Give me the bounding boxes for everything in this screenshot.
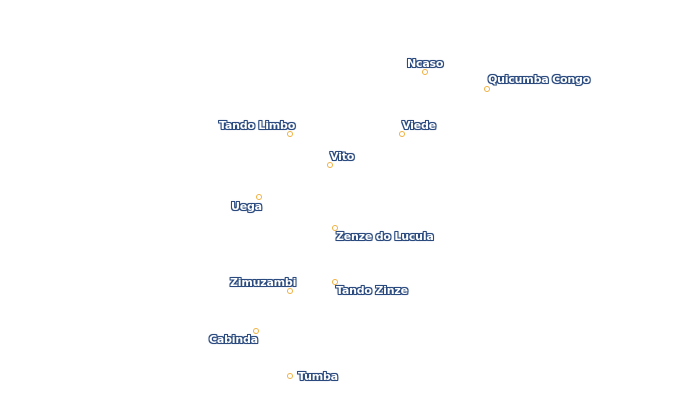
place-label-uega[interactable]: Uega xyxy=(231,200,262,213)
place-label-vito[interactable]: Vito xyxy=(330,150,355,163)
place-label-quicumba-congo[interactable]: Quicumba Congo xyxy=(488,73,590,86)
place-marker-vito[interactable] xyxy=(327,162,333,168)
place-marker-viede[interactable] xyxy=(399,131,405,137)
place-marker-ncaso[interactable] xyxy=(422,69,428,75)
place-marker-quicumba-congo[interactable] xyxy=(484,86,490,92)
place-marker-zimuzambi[interactable] xyxy=(287,288,293,294)
place-marker-tando-limbo[interactable] xyxy=(287,131,293,137)
place-label-tumba[interactable]: Tumba xyxy=(298,370,338,383)
place-label-cabinda[interactable]: Cabinda xyxy=(209,333,258,346)
place-label-viede[interactable]: Viede xyxy=(402,119,436,132)
place-marker-tumba[interactable] xyxy=(287,373,293,379)
place-label-tando-zinze[interactable]: Tando Zinze xyxy=(336,284,408,297)
place-label-ncaso[interactable]: Ncaso xyxy=(407,57,444,70)
place-marker-cabinda[interactable] xyxy=(253,328,259,334)
place-marker-uega[interactable] xyxy=(256,194,262,200)
place-label-zimuzambi[interactable]: Zimuzambi xyxy=(230,276,297,289)
place-marker-tando-zinze[interactable] xyxy=(332,279,338,285)
place-label-tando-limbo[interactable]: Tando Limbo xyxy=(219,119,296,132)
place-marker-zenze-do-lucula[interactable] xyxy=(332,225,338,231)
place-label-zenze-do-lucula[interactable]: Zenze do Lucula xyxy=(336,230,434,243)
